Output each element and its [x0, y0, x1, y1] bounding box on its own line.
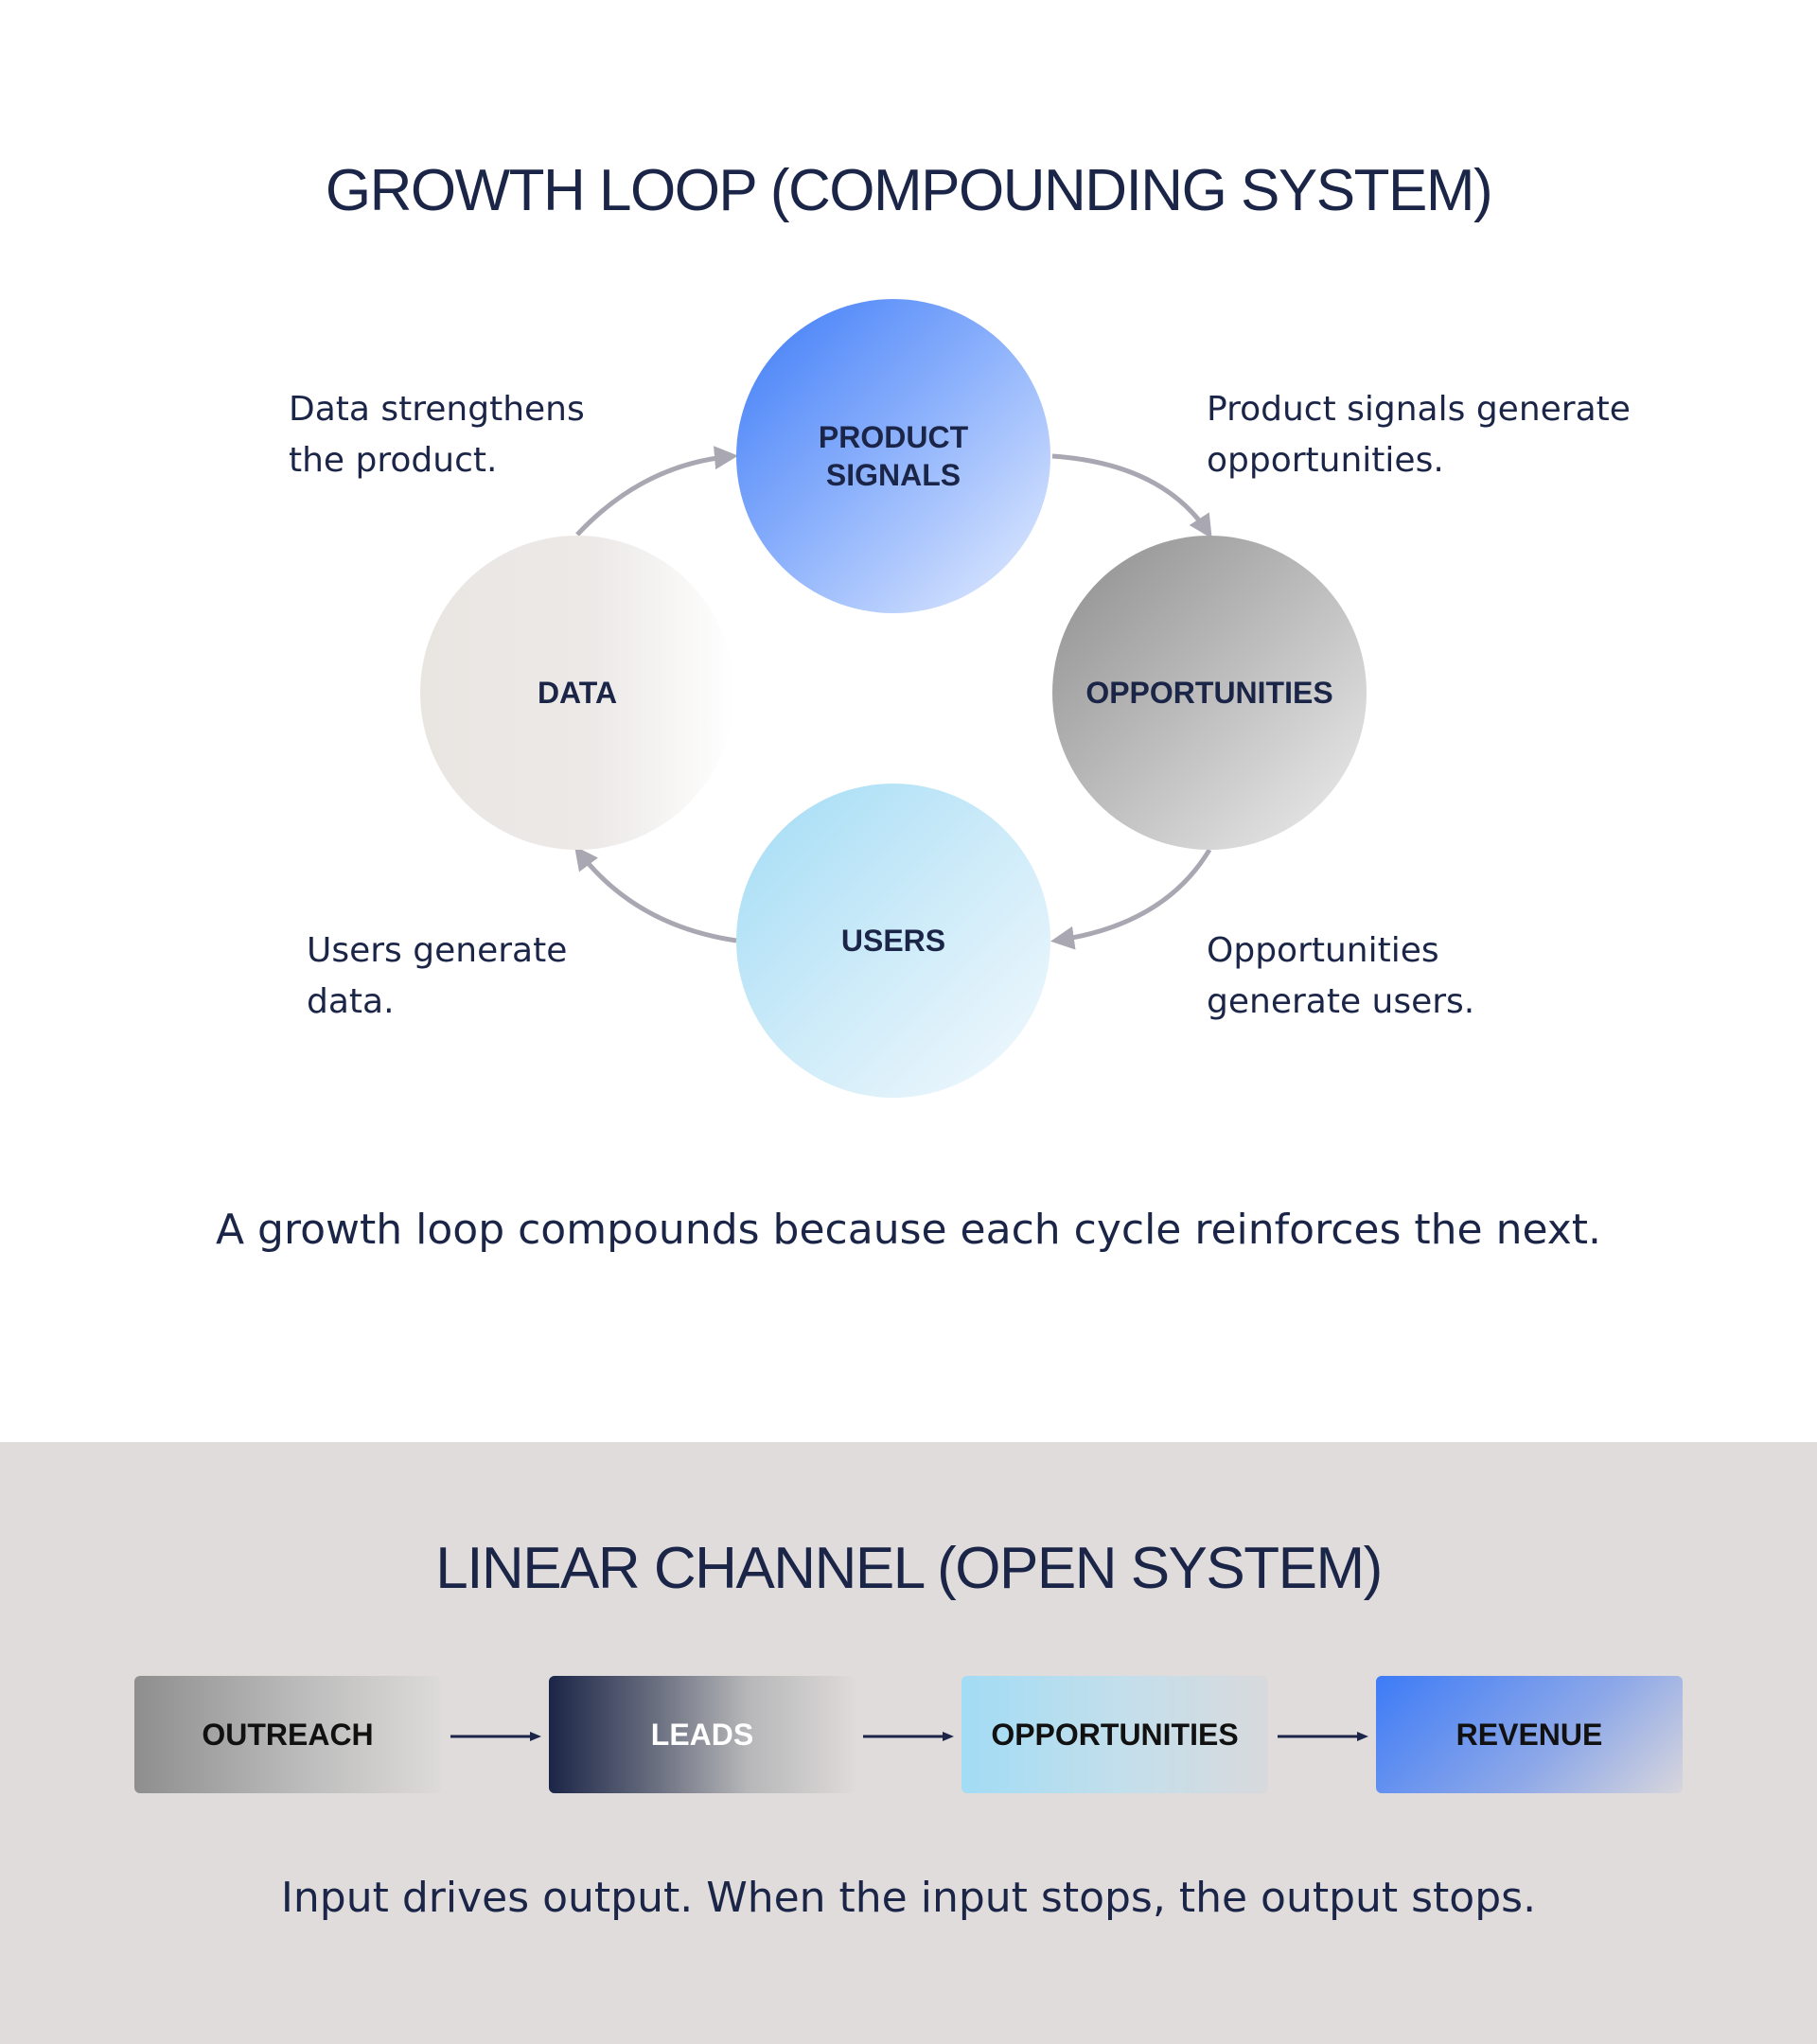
- annotation-product-to-opportunities: Product signals generate opportunities.: [1207, 390, 1631, 480]
- arrow-users-to-data: [573, 846, 737, 943]
- stage-outreach-label: OUTREACH: [202, 1717, 374, 1752]
- stage-outreach: OUTREACH: [134, 1676, 441, 1793]
- arrow-opportunities-to-users: [1050, 848, 1212, 950]
- stage-revenue-label: REVENUE: [1455, 1717, 1603, 1752]
- loop-arrows: [573, 446, 1212, 950]
- growth-loop-title: GROWTH LOOP (COMPOUNDING SYSTEM): [325, 158, 1493, 223]
- annotation-data-to-product: Data strengthens the product.: [289, 390, 585, 480]
- stage-leads-label: LEADS: [650, 1717, 754, 1752]
- stage-opportunities: OPPORTUNITIES: [961, 1676, 1268, 1793]
- growth-loop-caption: A growth loop compounds because each cyc…: [215, 1206, 1602, 1254]
- annotation-users-to-data: Users generate data.: [307, 931, 568, 1021]
- node-users-label: USERS: [840, 924, 946, 958]
- arrow-data-to-product: [575, 446, 738, 537]
- annotation-opportunities-to-users: Opportunities generate users.: [1207, 931, 1475, 1021]
- growth-loop-section: [0, 0, 1817, 1442]
- linear-channel-title: LINEAR CHANNEL (OPEN SYSTEM): [435, 1536, 1383, 1601]
- node-data-label: DATA: [537, 676, 618, 710]
- node-product-signals: PRODUCT SIGNALS: [736, 299, 1050, 613]
- arrow-product-to-opportunities: [1051, 453, 1212, 539]
- node-data: DATA: [420, 536, 734, 850]
- node-opportunities: OPPORTUNITIES: [1052, 536, 1367, 850]
- stage-leads: LEADS: [549, 1676, 856, 1793]
- node-product-signals-label: PRODUCT SIGNALS: [818, 420, 969, 492]
- stage-revenue: REVENUE: [1376, 1676, 1683, 1793]
- node-opportunities-label: OPPORTUNITIES: [1085, 676, 1333, 710]
- linear-channel-caption: Input drives output. When the input stop…: [280, 1874, 1537, 1922]
- node-users: USERS: [736, 784, 1050, 1098]
- stage-opportunities-label: OPPORTUNITIES: [991, 1717, 1239, 1752]
